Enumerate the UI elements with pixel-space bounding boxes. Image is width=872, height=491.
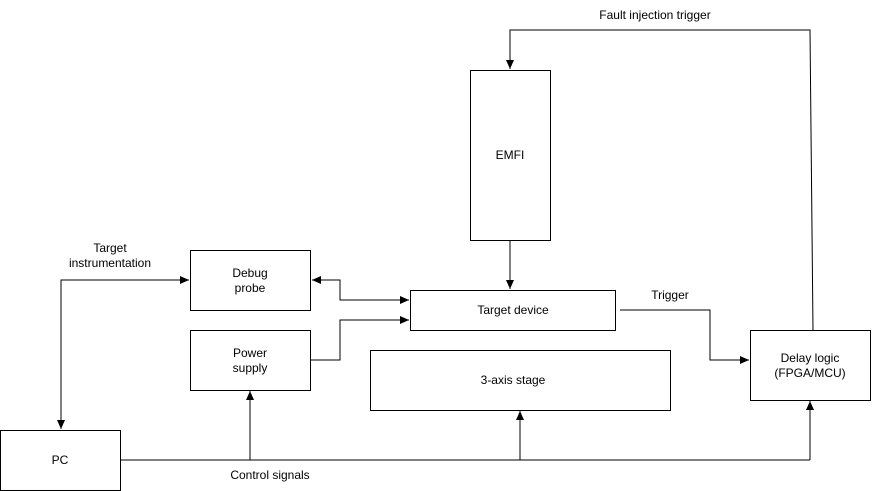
node-delay-logic-label-line-2: (FPGA/MCU) (774, 366, 845, 380)
node-power-supply: Power supply (190, 330, 311, 391)
node-target-device-label: Target device (477, 303, 549, 317)
node-delay-logic-label-line-1: Delay logic (781, 351, 840, 365)
edge-delay-logic-emfi (506, 29, 814, 331)
node-pc: PC (0, 430, 121, 491)
connectors (57, 29, 814, 461)
edge-labels: Fault injection trigger Target instrumen… (69, 8, 711, 482)
node-3-axis-stage-label: 3-axis stage (481, 373, 546, 387)
node-pc-label: PC (52, 453, 69, 467)
label-trigger: Trigger (651, 288, 689, 302)
node-debug-probe-label-line-1: Debug (232, 266, 267, 280)
node-delay-logic: Delay logic (FPGA/MCU) (750, 330, 871, 401)
edge-pc-debug-probe (57, 276, 189, 429)
node-debug-probe-label-line-2: probe (235, 281, 266, 295)
label-target-instrumentation-line-1: Target (93, 241, 127, 255)
node-emfi-label: EMFI (496, 148, 525, 162)
node-emfi: EMFI (470, 70, 551, 241)
node-power-supply-label-line-2: supply (233, 361, 268, 375)
label-target-instrumentation-line-2: instrumentation (69, 256, 151, 270)
node-debug-probe: Debug probe (190, 250, 311, 311)
label-control-signals: Control signals (230, 468, 309, 482)
node-target-device: Target device (410, 290, 616, 331)
node-power-supply-label-line-1: Power (233, 346, 267, 360)
edge-debug-probe-target-device (312, 276, 409, 304)
label-fault-injection-trigger: Fault injection trigger (599, 8, 710, 22)
edge-target-device-delay-logic (620, 309, 749, 364)
node-3-axis-stage: 3-axis stage (370, 350, 671, 411)
edge-power-supply-target-device (311, 316, 409, 361)
